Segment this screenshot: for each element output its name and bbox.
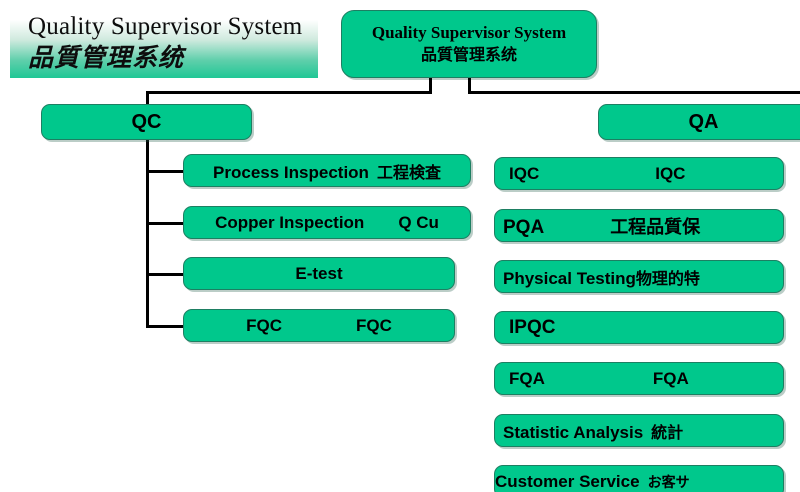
node-process-inspection-label-en: Process Inspection <box>213 162 369 182</box>
connector-root-left-stub <box>429 78 432 94</box>
node-e-test[interactable]: E-test <box>183 257 455 290</box>
node-iqc-label-cjk: IQC <box>655 163 686 183</box>
node-statistic-analysis[interactable]: Statistic Analysis 統計 <box>494 414 784 447</box>
title-banner: Quality Supervisor System 品質管理系统 <box>10 10 318 78</box>
banner-title-en: Quality Supervisor System <box>28 13 303 40</box>
root-node-label-cjk: 品質管理系统 <box>420 45 517 64</box>
node-process-inspection-label-cjk: 工程検査 <box>376 162 441 182</box>
node-fqc[interactable]: FQC FQC <box>183 309 455 342</box>
node-customer-service-label-en: Customer Service <box>495 471 640 491</box>
node-pqa-label-cjk: 工程品質保 <box>610 216 701 238</box>
node-fqc-label-en: FQC <box>246 315 282 335</box>
node-fqa-label-en: FQA <box>509 368 545 388</box>
connector-root-right-horizontal <box>468 91 800 94</box>
node-customer-service[interactable]: Customer Service お客サ <box>494 465 784 492</box>
node-ipqc-label-en: IPQC <box>509 316 556 338</box>
connector-qc-child-2 <box>146 222 186 225</box>
branch-head-qa[interactable]: QA <box>598 104 800 140</box>
node-customer-service-label-cjk: お客サ <box>647 474 690 491</box>
node-physical-testing[interactable]: Physical Testing 物理的特 <box>494 260 784 293</box>
connector-qc-child-3 <box>146 273 186 276</box>
node-iqc[interactable]: IQC IQC <box>494 157 784 190</box>
node-fqc-label-cjk: FQC <box>356 315 392 335</box>
node-fqa[interactable]: FQA FQA <box>494 362 784 395</box>
connector-qc-child-1 <box>146 170 186 173</box>
root-node[interactable]: Quality Supervisor System 品質管理系统 <box>341 10 597 78</box>
node-e-test-label-en: E-test <box>295 263 343 283</box>
node-statistic-analysis-label-cjk: 統計 <box>651 422 684 442</box>
node-process-inspection[interactable]: Process Inspection 工程検査 <box>183 154 471 187</box>
branch-head-qc-label: QC <box>131 110 162 133</box>
node-pqa-label-en: PQA <box>503 216 545 238</box>
node-copper-inspection[interactable]: Copper Inspection Q Cu <box>183 206 471 239</box>
branch-head-qa-label: QA <box>688 110 719 133</box>
node-iqc-label-en: IQC <box>509 163 540 183</box>
node-physical-testing-label-en: Physical Testing <box>503 268 636 288</box>
banner-title-cjk: 品質管理系统 <box>28 43 185 72</box>
node-physical-testing-label-cjk: 物理的特 <box>635 268 700 288</box>
node-statistic-analysis-label-en: Statistic Analysis <box>503 422 644 442</box>
connector-root-right-stub <box>468 78 471 94</box>
node-copper-inspection-label-cjk: Q Cu <box>398 212 439 232</box>
root-node-label-en: Quality Supervisor System <box>371 23 567 42</box>
node-copper-inspection-label-en: Copper Inspection <box>215 212 365 232</box>
connector-qc-child-4 <box>146 325 186 328</box>
branch-head-qc[interactable]: QC <box>41 104 252 140</box>
node-ipqc[interactable]: IPQC <box>494 311 784 344</box>
connector-root-left-horizontal <box>146 91 432 94</box>
node-pqa[interactable]: PQA 工程品質保 <box>494 209 784 242</box>
connector-qc-trunk <box>146 91 149 328</box>
node-fqa-label-cjk: FQA <box>652 368 689 388</box>
